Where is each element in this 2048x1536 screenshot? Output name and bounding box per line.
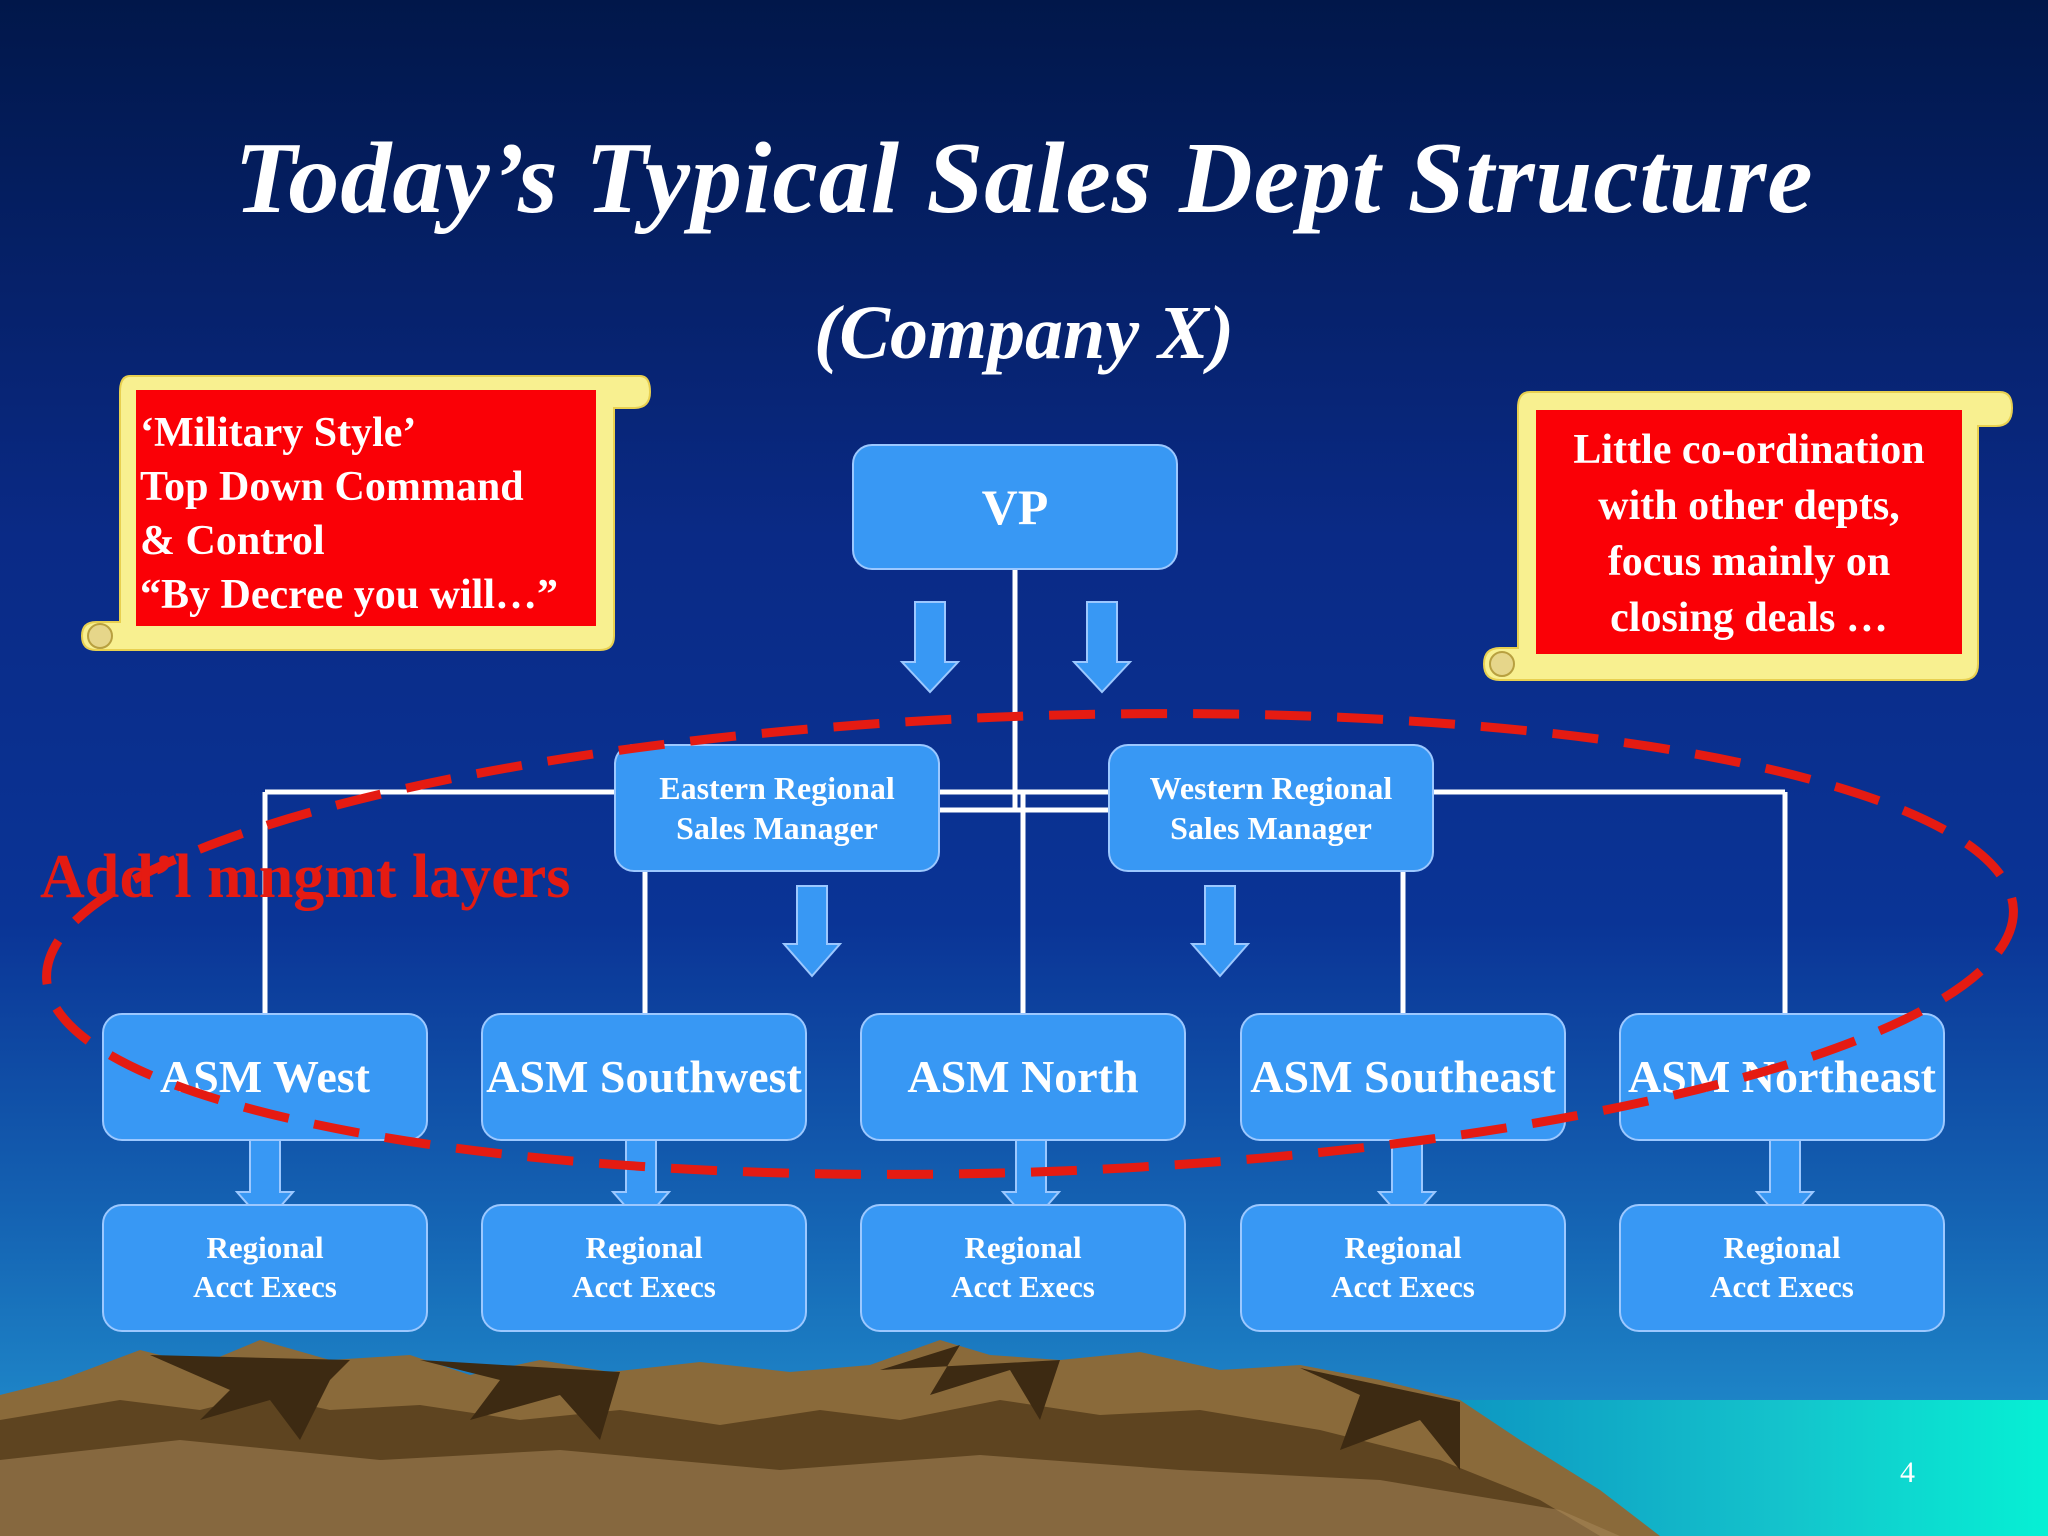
mountains (0, 1340, 1660, 1536)
right-scroll (1482, 391, 2014, 681)
acct-execs-box: Regional Acct Execs (860, 1204, 1186, 1332)
asm-northeast-box: ASM Northeast (1619, 1013, 1945, 1141)
right-callout-text: Little co-ordination with other depts, f… (1573, 427, 1925, 641)
right-callout-box (1536, 410, 1962, 654)
mgmt-layers-annotation: Add’l mngmt layers (40, 843, 571, 911)
western-regional-manager-box: Western Regional Sales Manager (1108, 744, 1434, 872)
down-arrow-icon (781, 885, 843, 978)
left-scroll (80, 375, 652, 651)
vp-box: VP (852, 444, 1178, 570)
eastern-regional-manager-box: Eastern Regional Sales Manager (614, 744, 940, 872)
asm-southwest-box: ASM Southwest (481, 1013, 807, 1141)
slide-title: Today’s Typical Sales Dept Structure (234, 122, 1814, 235)
page-number: 4 (1900, 1456, 1915, 1489)
acct-execs-box: Regional Acct Execs (1619, 1204, 1945, 1332)
down-arrow-icon (1189, 885, 1251, 978)
acct-execs-box: Regional Acct Execs (1240, 1204, 1566, 1332)
left-callout-text: ‘Military Style’ Top Down Command & Cont… (140, 410, 558, 618)
left-callout-box (136, 390, 596, 626)
asm-west-box: ASM West (102, 1013, 428, 1141)
slide-subtitle: (Company X) (813, 291, 1235, 375)
asm-north-box: ASM North (860, 1013, 1186, 1141)
down-arrow-icon (1071, 601, 1133, 694)
acct-execs-box: Regional Acct Execs (481, 1204, 807, 1332)
down-arrow-icon (899, 601, 961, 694)
acct-execs-box: Regional Acct Execs (102, 1204, 428, 1332)
asm-southeast-box: ASM Southeast (1240, 1013, 1566, 1141)
